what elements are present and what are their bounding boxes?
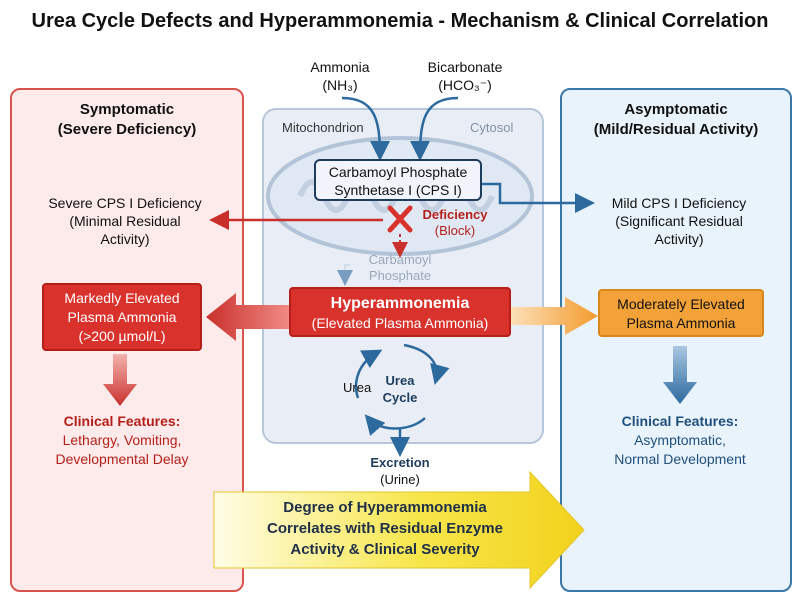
markedly-elevated-box: Markedly Elevated Plasma Ammonia (>200 µ… (42, 283, 202, 351)
block-x-icon (387, 205, 413, 233)
moderately-elevated-box: Moderately Elevated Plasma Ammonia (598, 289, 764, 337)
ammonia-label: Ammonia (NH₃) (310, 59, 370, 93)
urea-label: Urea (343, 380, 372, 395)
mild-features-arrow (663, 346, 697, 404)
asymptomatic-heading: Asymptomatic (Mild/Residual Activity) (593, 101, 759, 138)
severe-ammonia-arrow (206, 293, 289, 341)
carbamoyl-phosphate-label: Carbamoyl Phosphate (368, 252, 432, 283)
page-title: Urea Cycle Defects and Hyperammonemia - … (31, 10, 769, 32)
cps1-enzyme-box: Carbamoyl Phosphate Synthetase I (CPS I) (314, 159, 482, 201)
urea-cycle-arrows (354, 343, 450, 457)
carbamoyl-faint-arrow (337, 264, 353, 286)
cytosol-label: Cytosol (470, 120, 514, 135)
mild-deficiency-arrow (482, 182, 595, 213)
deficiency-label: Deficiency (Block) (422, 207, 488, 238)
severe-features-arrow (103, 354, 137, 406)
urea-cycle-label: Urea Cycle (382, 373, 418, 405)
bicarbonate-arrow (410, 96, 459, 161)
mild-ammonia-arrow (511, 297, 598, 335)
symptomatic-heading: Symptomatic (Severe Deficiency) (57, 101, 197, 138)
bicarbonate-label: Bicarbonate (HCO₃⁻) (427, 59, 503, 93)
severe-clinical-features: Clinical Features: Lethargy, Vomiting, D… (55, 413, 189, 467)
mitochondrion-label: Mitochondrion (282, 120, 364, 135)
asymptomatic-panel (560, 88, 792, 592)
hyperammonemia-box: Hyperammonemia (Elevated Plasma Ammonia) (289, 287, 511, 337)
mild-clinical-features: Clinical Features: Asymptomatic, Normal … (614, 413, 746, 467)
mild-cps1-label: Mild CPS I Deficiency (Significant Resid… (611, 195, 747, 247)
correlation-text: Degree of Hyperammonemia Correlates with… (267, 499, 503, 558)
severe-cps1-label: Severe CPS I Deficiency (Minimal Residua… (48, 195, 202, 247)
excretion-label: Excretion (Urine) (370, 455, 430, 487)
correlation-arrow (213, 470, 585, 590)
ammonia-arrow (341, 96, 390, 161)
